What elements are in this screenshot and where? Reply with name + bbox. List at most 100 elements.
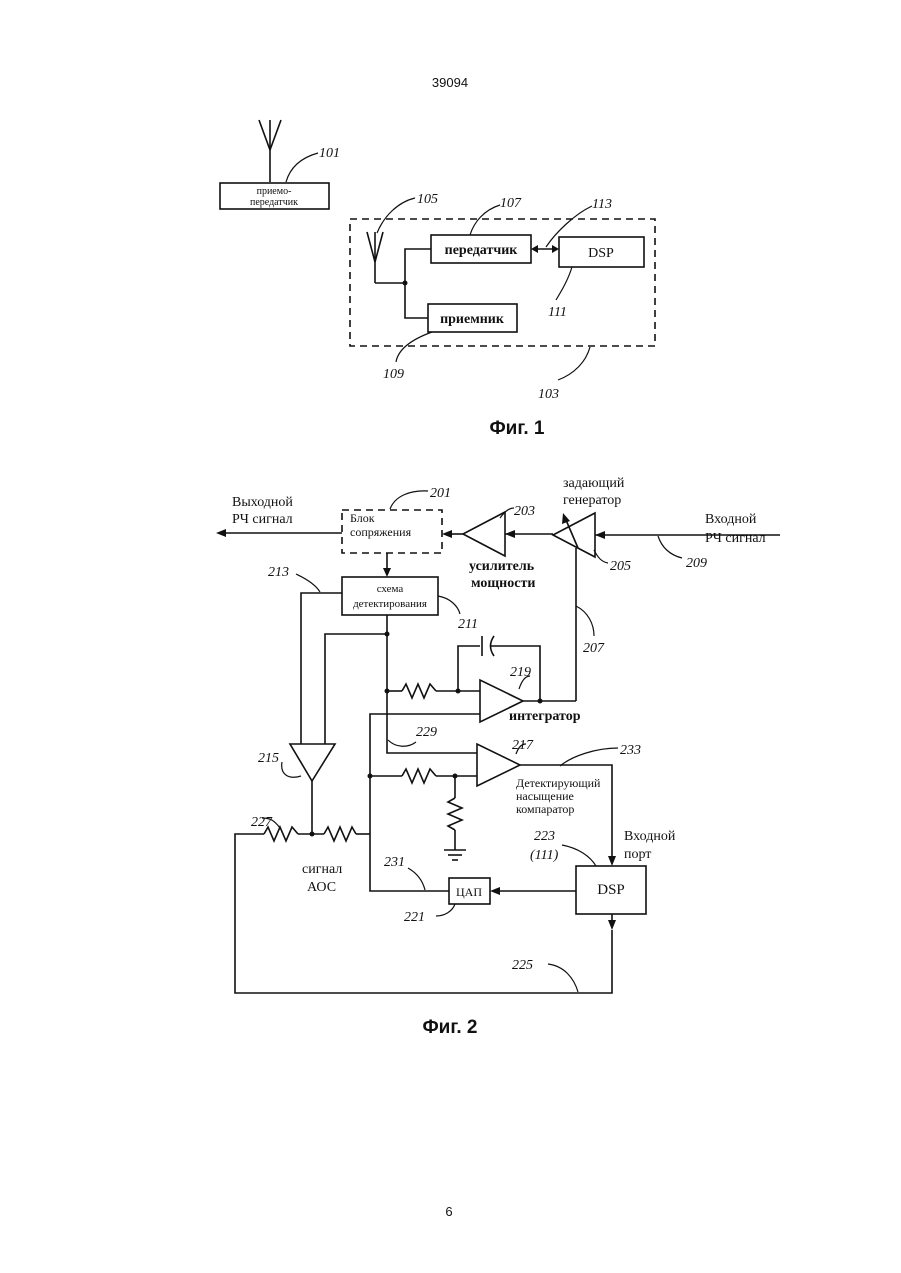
ref-229: 229: [416, 725, 437, 740]
ref-223: 223: [534, 829, 555, 844]
dsp-feedback-wire: [235, 930, 612, 993]
agc-signal-label-line2: АОС: [307, 880, 336, 895]
agc-amplifier-triangle: [290, 744, 335, 781]
leader-223: [562, 845, 596, 866]
resistor-icon: [324, 827, 356, 841]
detector-to-comparator-wire: [387, 748, 477, 753]
figure-2: Выходной РЧ сигнал Блок сопряжения 201 2…: [216, 476, 780, 1038]
ref-215: 215: [258, 751, 279, 766]
master-oscillator-triangle: [553, 513, 595, 557]
ref-223-alt: (111): [530, 848, 559, 863]
ref-231: 231: [384, 855, 405, 870]
leader-207: [576, 606, 594, 636]
leader-211: [438, 596, 460, 614]
dac-label: ЦАП: [456, 885, 482, 899]
ref-103: 103: [538, 387, 559, 402]
dac-to-reference-wire: [370, 776, 449, 891]
ref-113: 113: [592, 197, 612, 212]
transceiver-label-line2: передатчик: [250, 197, 298, 208]
power-amplifier-triangle: [463, 512, 505, 556]
input-rf-label-line2: РЧ сигнал: [705, 531, 766, 546]
comparator-label-line2: насыщение: [516, 789, 574, 803]
integrator-label: интегратор: [509, 709, 581, 724]
dsp-label: DSP: [597, 882, 625, 898]
receiver-label: приемник: [440, 312, 505, 327]
page-code: 39094: [432, 75, 468, 90]
ref-233: 233: [620, 743, 641, 758]
figure-1-caption: Фиг. 1: [489, 418, 544, 439]
ground-icon: [444, 850, 466, 860]
detector-to-agc-amp-wire: [301, 593, 342, 744]
ref-213: 213: [268, 565, 289, 580]
figure-2-caption: Фиг. 2: [422, 1017, 477, 1038]
oscillator-label-line2: генератор: [563, 493, 621, 508]
ref-105: 105: [417, 192, 438, 207]
dsp-label: DSP: [588, 246, 614, 261]
ref-205: 205: [610, 559, 631, 574]
leader-111: [556, 267, 572, 300]
detector-to-agc-amp-wire-2: [325, 634, 387, 744]
wire-to-receiver: [405, 283, 428, 318]
page-number: 6: [445, 1204, 452, 1219]
leader-221: [436, 904, 455, 916]
output-rf-label-line1: Выходной: [232, 495, 293, 510]
input-port-label-line2: порт: [624, 847, 651, 862]
leader-103: [558, 347, 590, 380]
ref-203: 203: [514, 504, 535, 519]
arrow-down-icon: [608, 856, 616, 866]
transceiver-label-line1: приемо-: [257, 186, 292, 197]
input-port-label-line1: Входной: [624, 829, 676, 844]
ref-207: 207: [583, 641, 605, 656]
ref-219: 219: [510, 665, 531, 680]
leader-213: [296, 574, 320, 592]
agc-signal-label-line1: сигнал: [302, 862, 342, 877]
ref-109: 109: [383, 367, 404, 382]
interface-label-line1: Блок: [350, 511, 375, 525]
ref-111: 111: [548, 305, 567, 320]
antenna-icon: [259, 120, 281, 182]
resistor-icon: [402, 769, 436, 783]
ref-107: 107: [500, 196, 522, 211]
comparator-label-line3: компаратор: [516, 802, 574, 816]
power-amp-label-line1: усилитель: [469, 559, 535, 574]
comparator-label-line1: Детектирующий: [516, 776, 601, 790]
ref-225: 225: [512, 958, 533, 973]
input-rf-label-line1: Входной: [705, 512, 757, 527]
leader-105: [377, 198, 415, 233]
junction-dot: [538, 699, 543, 704]
leader-201: [390, 491, 428, 509]
antenna-icon: [367, 232, 383, 283]
arrow-down-icon: [383, 568, 391, 577]
ref-227: 227: [251, 815, 273, 830]
wire: [458, 646, 480, 691]
arrow-left-icon: [531, 245, 538, 253]
leader-225: [548, 964, 578, 992]
leader-101: [286, 153, 318, 182]
ref-201: 201: [430, 486, 451, 501]
detector-label-line1: схема: [377, 583, 404, 595]
arrow-right-icon: [552, 245, 559, 253]
arrow-left-icon: [490, 887, 500, 895]
output-rf-label-line2: РЧ сигнал: [232, 512, 293, 527]
ref-209: 209: [686, 556, 707, 571]
detector-label-line2: детектирования: [353, 598, 427, 610]
dsp-feedback-to-agc-wire: [235, 834, 264, 990]
transmitter-label: передатчик: [445, 243, 519, 258]
leader-107: [470, 205, 500, 235]
ref-217: 217: [512, 738, 534, 753]
arrow-left-icon: [216, 529, 226, 537]
power-amp-label-line2: мощности: [471, 576, 535, 591]
leader-231: [408, 868, 425, 890]
leader-229: [388, 740, 416, 746]
leader-215: [282, 762, 301, 777]
arrow-left-icon: [442, 530, 452, 538]
arrow-up-icon: [562, 513, 570, 524]
ref-211: 211: [458, 617, 478, 632]
arrow-left-icon: [505, 530, 515, 538]
resistor-icon: [402, 684, 436, 698]
wire-to-transmitter: [405, 249, 431, 283]
leader-109: [396, 332, 432, 362]
figure-1: приемо- передатчик 101 105 передатчик 10…: [220, 120, 655, 439]
leader-233: [560, 748, 618, 766]
